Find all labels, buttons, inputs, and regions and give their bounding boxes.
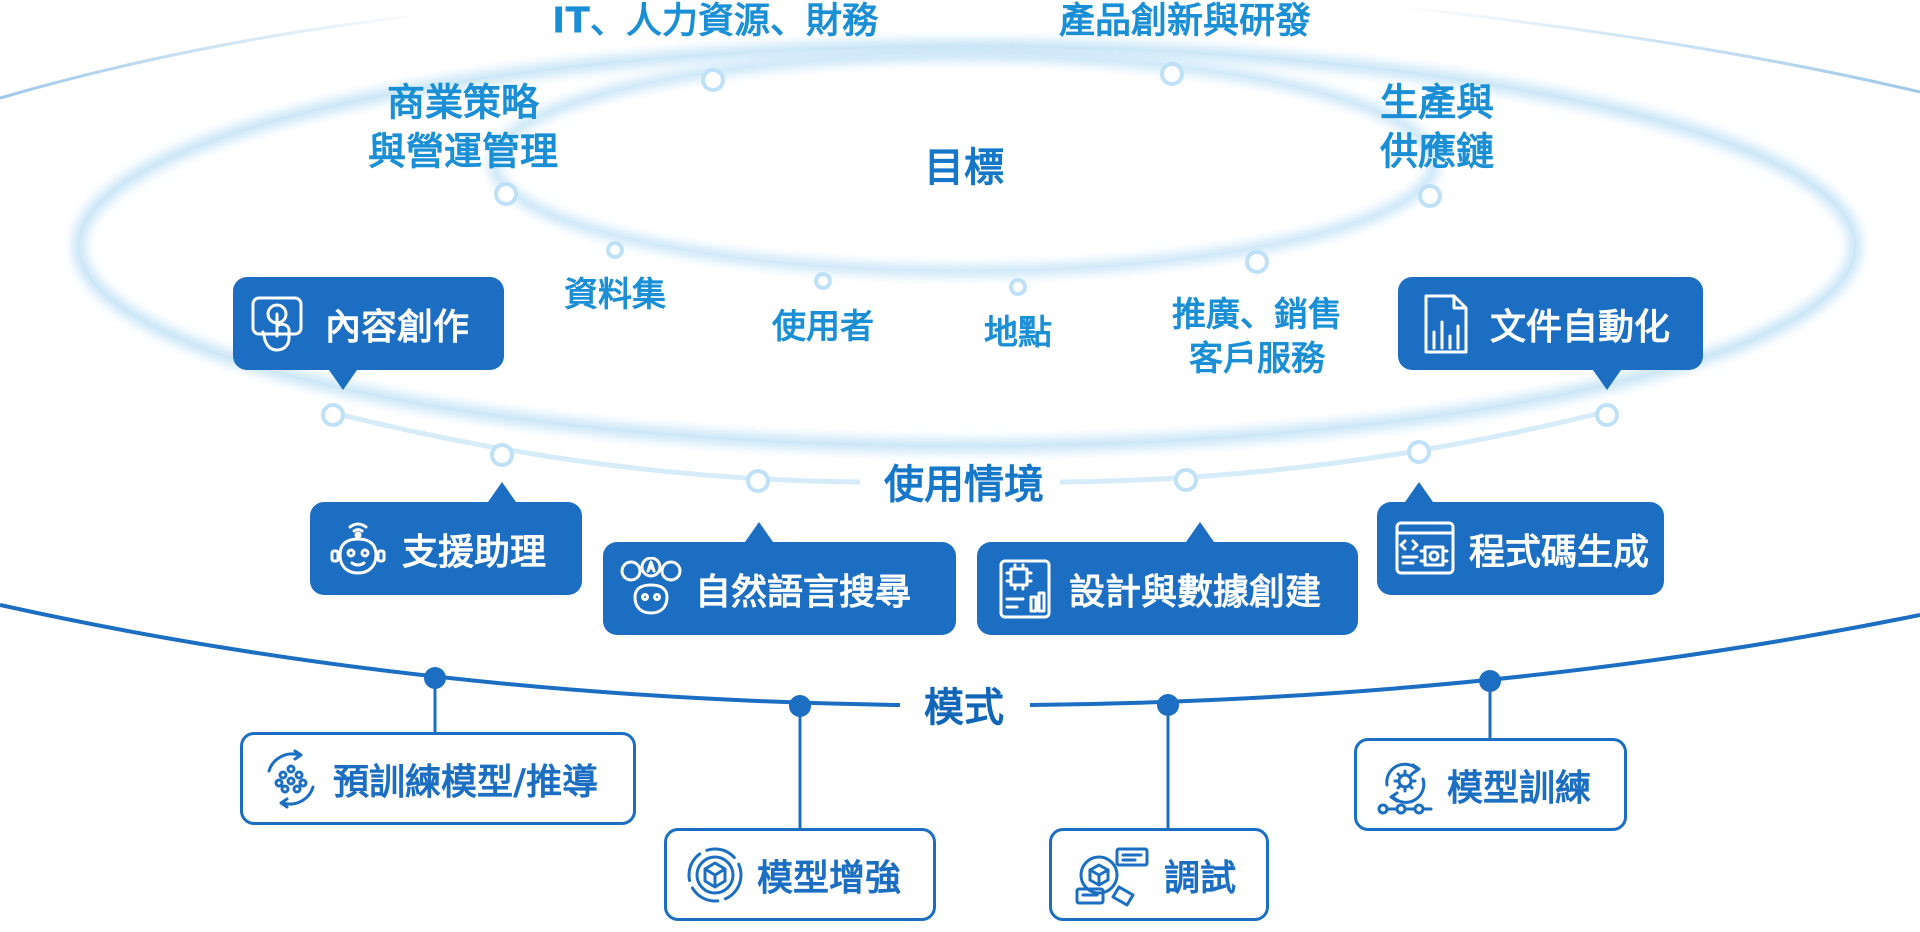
use-case-title: 使用情境 (884, 462, 1044, 508)
pointer (488, 482, 516, 502)
card-support-assistant: 支援助理 (310, 482, 582, 595)
code-chip-icon (1391, 515, 1459, 583)
mode-pretrained: 預訓練模型/推導 (240, 732, 636, 825)
chip-board-icon (991, 555, 1059, 623)
use-case-arc-right (1059, 409, 1606, 485)
robot-icon (324, 515, 392, 583)
pointer (1405, 482, 1433, 502)
card-code-gen-label: 程式碼生成 (1469, 531, 1650, 573)
card-content-creation-label: 內容創作 (325, 306, 470, 348)
card-nl-search-label: 自然語言搜尋 (695, 571, 912, 613)
mode-tuning: 調試 (1049, 828, 1269, 921)
label-production-supply: 生產與 供應鏈 (1379, 80, 1495, 174)
goal-ellipse (492, 53, 1436, 273)
card-doc-automation-label: 文件自動化 (1490, 306, 1671, 348)
label-user: 使用者 (772, 306, 874, 347)
mode-dots (424, 667, 1501, 717)
mode-augment: 模型增強 (664, 828, 936, 921)
gear-cycle-icon (1371, 751, 1439, 819)
document-chart-icon (1412, 290, 1480, 358)
card-code-gen: 程式碼生成 (1377, 482, 1664, 595)
label-marketing-sales: 推廣、銷售 客戶服務 (1172, 294, 1342, 379)
card-design-data: 設計與數據創建 (977, 522, 1358, 635)
card-doc-automation: 文件自動化 (1398, 277, 1703, 390)
use-case-arc-left (329, 409, 861, 485)
label-product-innovation: 產品創新與研發 (1058, 0, 1312, 42)
outer-arc-right (1389, 4, 1920, 94)
pointer (329, 370, 357, 390)
touch-hand-icon (247, 290, 315, 358)
label-dataset: 資料集 (564, 274, 666, 315)
goal-dots (494, 62, 1442, 296)
outer-ellipse (77, 44, 1857, 448)
pointer (1593, 370, 1621, 390)
pointer (745, 522, 773, 542)
mode-augment-label: 模型增強 (757, 857, 902, 899)
label-business-strategy: 商業策略 與營運管理 (367, 80, 559, 174)
card-design-data-label: 設計與數據創建 (1069, 571, 1322, 613)
use-case-dots (321, 403, 1619, 493)
mode-tuning-label: 調試 (1164, 857, 1237, 899)
label-it-hr-finance: IT、人力資源、財務 (552, 0, 878, 42)
pointer (1186, 522, 1214, 542)
cube-chat-icon (1066, 841, 1156, 909)
mode-training: 模型訓練 (1354, 738, 1627, 831)
goal-center-label: 目標 (924, 145, 1004, 191)
translate-robot-icon (617, 555, 685, 623)
label-location: 地點 (984, 312, 1052, 353)
mode-pretrained-label: 預訓練模型/推導 (333, 761, 599, 803)
outer-arc-left (0, 12, 431, 100)
cube-orbit-icon (681, 841, 749, 909)
cycle-dots-icon (257, 745, 325, 813)
card-nl-search: 自然語言搜尋 (603, 522, 956, 635)
card-support-assistant-label: 支援助理 (402, 531, 547, 573)
mode-training-label: 模型訓練 (1447, 767, 1592, 809)
mode-title: 模式 (924, 685, 1004, 731)
card-content-creation: 內容創作 (233, 277, 504, 390)
